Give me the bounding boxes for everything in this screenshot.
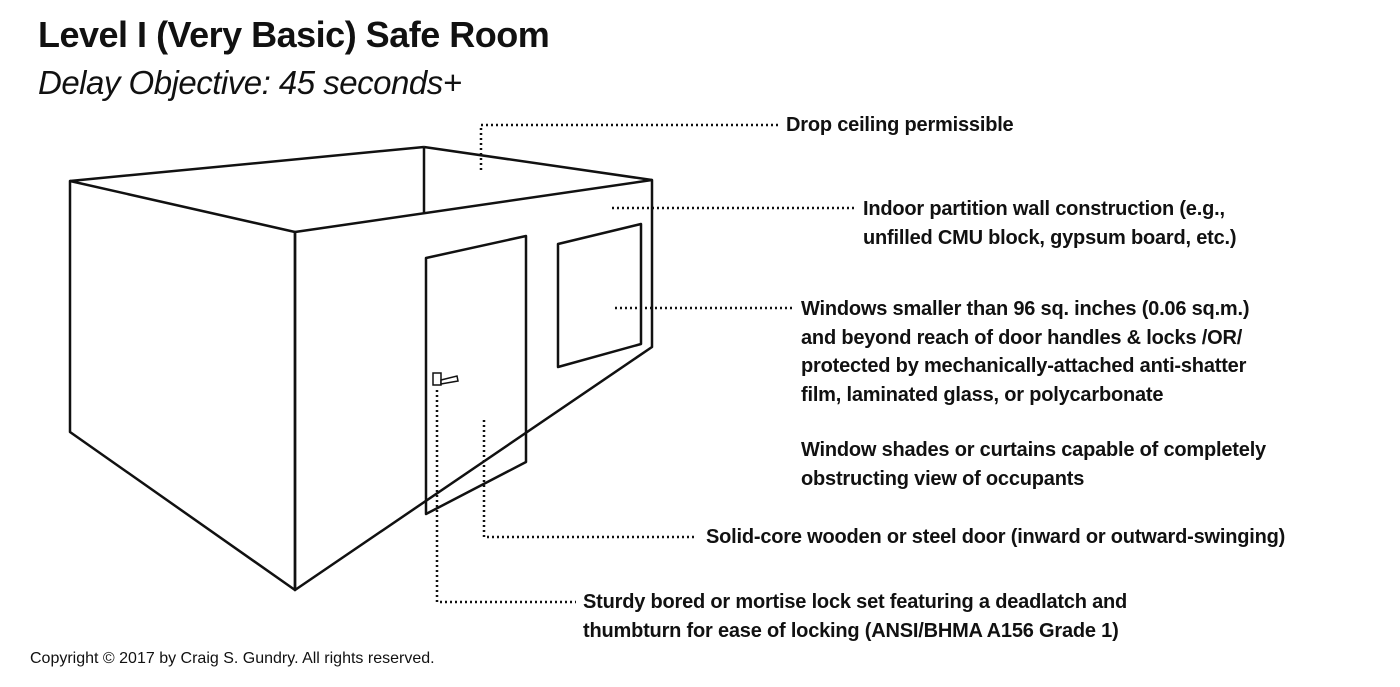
back-wall-top-left xyxy=(69,145,425,183)
copyright-notice: Copyright © 2017 by Craig S. Gundry. All… xyxy=(30,650,435,667)
left-wall xyxy=(68,179,297,592)
leader-door xyxy=(482,420,697,539)
room-box xyxy=(68,145,654,592)
callout-window-shades: Window shades or curtains capable of com… xyxy=(801,439,1266,490)
diagram-title: Level I (Very Basic) Safe Room xyxy=(38,14,550,55)
leader-ceiling xyxy=(479,123,778,170)
leader-lock xyxy=(435,390,576,604)
callout-lock-set: Sturdy bored or mortise lock set featuri… xyxy=(583,591,1128,642)
diagram-subtitle: Delay Objective: 45 seconds+ xyxy=(38,64,462,101)
door xyxy=(424,234,528,516)
callout-partition-walls: Indoor partition wall construction (e.g.… xyxy=(863,198,1237,249)
callout-windows: Windows smaller than 96 sq. inches (0.06… xyxy=(801,298,1250,406)
door-handle-icon xyxy=(432,372,459,386)
front-wall xyxy=(293,178,654,592)
window xyxy=(556,222,643,369)
leader-lines xyxy=(435,123,855,604)
callout-drop-ceiling: Drop ceiling permissible xyxy=(786,114,1014,136)
back-wall-top-right xyxy=(423,145,653,182)
callout-solid-door: Solid-core wooden or steel door (inward … xyxy=(706,526,1286,548)
